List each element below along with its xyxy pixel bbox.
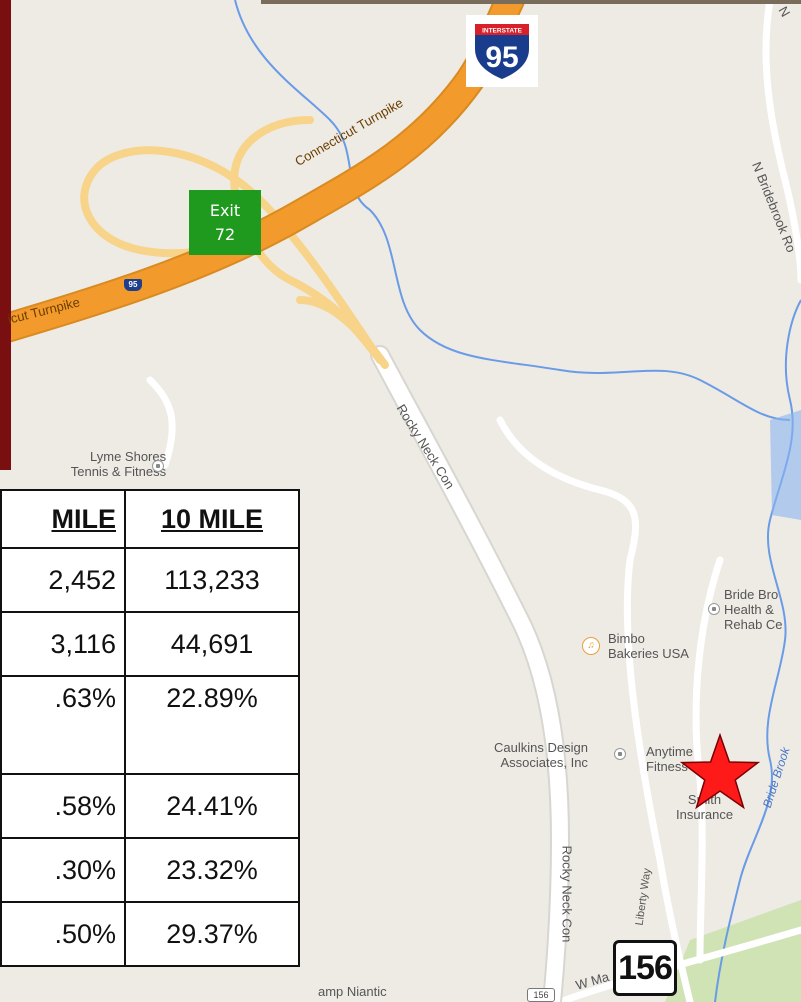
poi-bride-brook-icon[interactable]	[708, 603, 720, 615]
poi-bride-brook-line1: Bride Bro	[724, 587, 779, 602]
poi-bimbo-icon[interactable]: ♫	[582, 637, 600, 655]
table-row: 2,452 113,233	[0, 547, 300, 613]
cell-col2: 23.32%	[124, 837, 300, 903]
poi-caulkins[interactable]: Caulkins Design Associates, Inc	[494, 740, 588, 770]
poi-camp-niantic[interactable]: amp Niantic	[318, 984, 387, 999]
cell-col1: .58%	[0, 773, 126, 839]
demographics-table: MILE 10 MILE 2,452 113,233 3,116 44,691 …	[0, 489, 300, 967]
route-156-shield-icon: 156	[613, 940, 677, 996]
poi-anytime-line2: Fitness	[646, 759, 688, 774]
table-row: .58% 24.41%	[0, 773, 300, 839]
exit-72-sign: Exit 72	[189, 190, 261, 255]
table-header-row: MILE 10 MILE	[0, 489, 300, 549]
cell-col2: 44,691	[124, 611, 300, 677]
i95-small-shield: 95	[124, 279, 142, 291]
cell-col2: 24.41%	[124, 773, 300, 839]
table-row: .63% 22.89%	[0, 675, 300, 775]
location-star-marker-icon[interactable]	[680, 733, 760, 811]
rocky-neck-connector	[372, 347, 569, 1002]
top-strip	[261, 0, 801, 4]
poi-lyme-shores-line2: Tennis & Fitness	[70, 464, 167, 479]
table-row: .30% 23.32%	[0, 837, 300, 903]
poi-bimbo-line1: Bimbo	[608, 631, 645, 646]
pond	[770, 410, 801, 520]
poi-bride-brook-line2: Health &	[724, 602, 774, 617]
interstate-95-shield-icon: INTERSTATE 95	[466, 15, 538, 87]
header-mile: MILE	[0, 489, 126, 549]
poi-bride-brook-line3: Rehab Ce	[724, 617, 783, 632]
exit-sign-line2: 72	[214, 224, 236, 244]
poi-bimbo[interactable]: Bimbo Bakeries USA	[608, 631, 689, 661]
bride-brook-stream	[714, 299, 801, 1002]
poi-lyme-shores[interactable]: Lyme Shores Tennis & Fitness	[66, 449, 166, 479]
poi-smith-line2: Insurance	[676, 807, 734, 822]
poi-caulkins-line1: Caulkins Design	[494, 740, 588, 755]
road-label-rocky-neck-vert: Rocky Neck Con	[559, 845, 575, 943]
cell-col2: 113,233	[124, 547, 300, 613]
exit-sign-line1: Exit	[209, 200, 241, 220]
table-row: .50% 29.37%	[0, 901, 300, 967]
poi-bimbo-line2: Bakeries USA	[608, 646, 689, 661]
poi-caulkins-line2: Associates, Inc	[500, 755, 588, 770]
table-row: 3,116 44,691	[0, 611, 300, 677]
poi-lyme-shores-icon[interactable]	[152, 460, 164, 472]
svg-text:INTERSTATE: INTERSTATE	[482, 28, 523, 35]
cell-col1: 3,116	[0, 611, 126, 677]
poi-anytime-fitness[interactable]: Anytime Fitness	[646, 744, 693, 774]
cell-col2: 29.37%	[124, 901, 300, 967]
cell-col1: 2,452	[0, 547, 126, 613]
side-bar	[0, 0, 11, 470]
poi-caulkins-icon[interactable]	[614, 748, 626, 760]
cell-col1: .30%	[0, 837, 126, 903]
route156-small-shield: 156	[527, 988, 555, 1002]
header-10-mile: 10 MILE	[124, 489, 300, 549]
stream-upper	[234, 0, 791, 421]
poi-bride-brook[interactable]: Bride Bro Health & Rehab Ce	[724, 587, 783, 632]
cell-col2: 22.89%	[124, 675, 300, 775]
poi-anytime-line1: Anytime	[646, 744, 693, 759]
poi-lyme-shores-line1: Lyme Shores	[90, 449, 167, 464]
cell-col1: .50%	[0, 901, 126, 967]
cell-col1: .63%	[0, 675, 126, 775]
svg-text:95: 95	[485, 41, 518, 74]
